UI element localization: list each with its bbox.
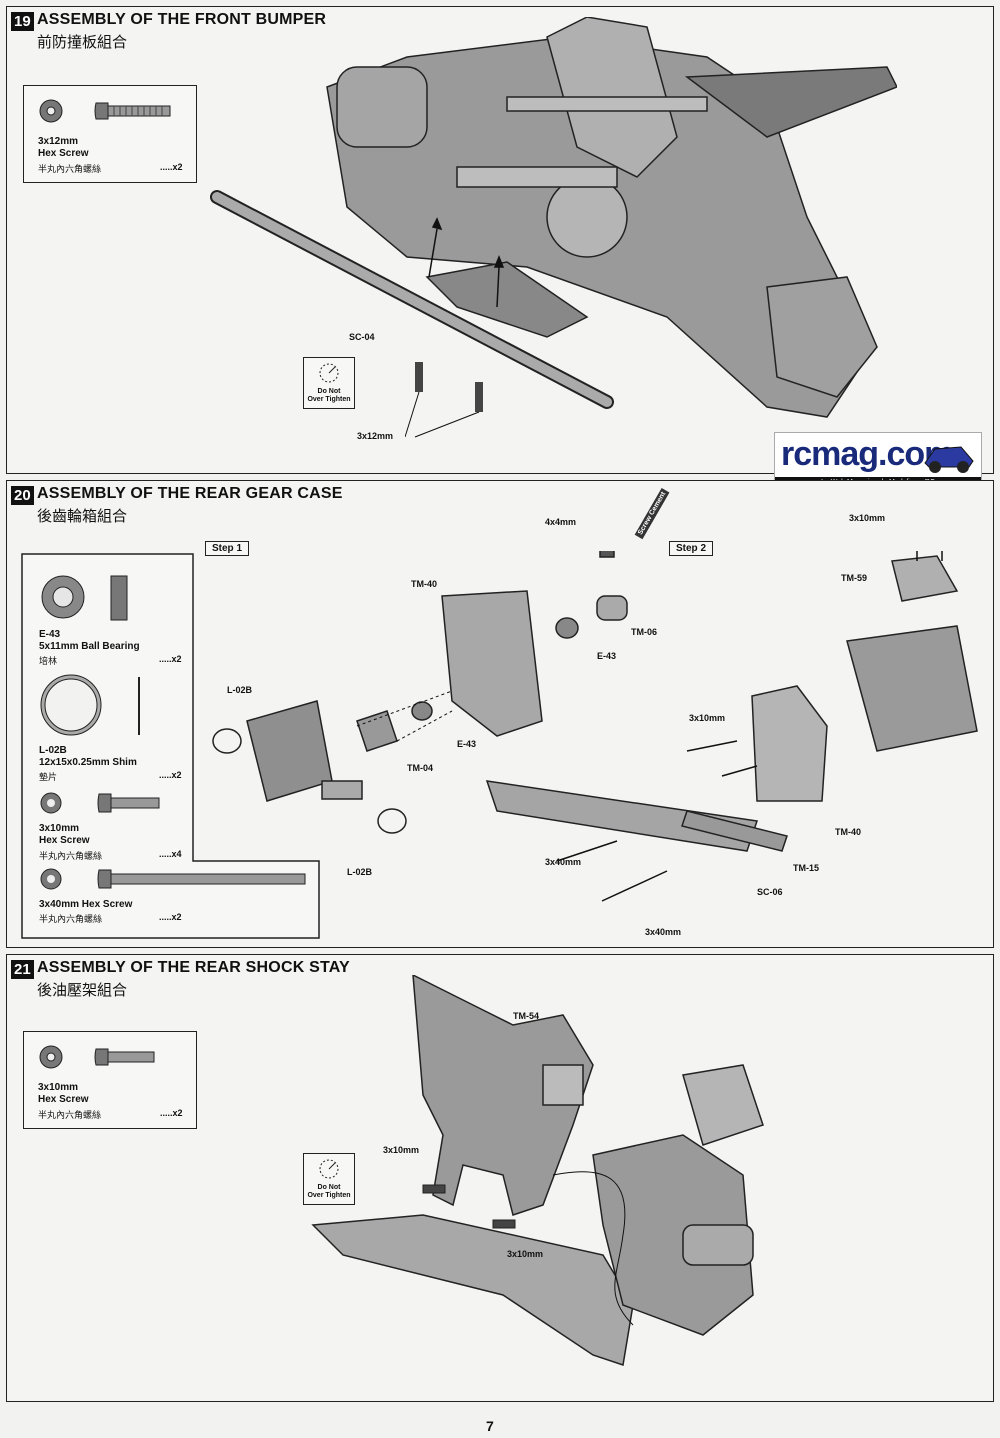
- screw-size-label-b: 3x10mm: [507, 1249, 544, 1259]
- bearing-label-lower: E-43: [457, 739, 477, 749]
- torque-warning-icon: [319, 363, 339, 383]
- part-name: 3x10mm: [38, 1082, 79, 1093]
- part-code: E-43: [39, 629, 61, 640]
- hex-screw-icon: [94, 1048, 155, 1066]
- hex-screw-icon: [94, 102, 171, 120]
- rc-car-icon: [924, 446, 974, 473]
- warning-line-2: Over Tighten: [307, 1192, 351, 1199]
- brace-label: TM-15: [793, 863, 820, 873]
- part-name: 5x11mm Ball Bearing: [39, 641, 140, 652]
- part-name-zh: 半丸內六角螺絲: [38, 165, 102, 175]
- section-title: ASSEMBLY OF THE REAR GEAR CASE: [37, 485, 343, 502]
- rear-shock-stay-drawing: [311, 975, 764, 1366]
- part-quantity: .....x2: [160, 162, 183, 172]
- bulkhead-label: TM-59: [841, 573, 868, 583]
- part-code: L-02B: [39, 745, 67, 756]
- step-number: 20: [11, 486, 34, 505]
- step-2-label: Step 2: [669, 541, 714, 556]
- screw-size-label-a: 3x10mm: [383, 1145, 420, 1155]
- part-quantity: .....x2: [159, 770, 182, 780]
- screw-size-label: 3x12mm: [357, 431, 394, 441]
- part-name: 3x40mm Hex Screw: [39, 899, 133, 910]
- screw-cement-label: Screw Cement: [634, 487, 670, 540]
- gear-case-label-right: TM-40: [835, 827, 862, 837]
- part-name-zh: 墊片: [39, 773, 58, 783]
- shim-label-left: L-02B: [227, 685, 253, 695]
- section-title-zh: 前防撞板組合: [37, 33, 128, 51]
- part-name-zh: 半丸內六角螺絲: [39, 915, 103, 925]
- part-name-zh: 培林: [39, 657, 58, 667]
- gear-case-label-left: TM-40: [411, 579, 438, 589]
- part-quantity: .....x2: [159, 654, 182, 664]
- section-front-bumper: 19 ASSEMBLY OF THE FRONT BUMPER 前防撞板組合 3…: [6, 6, 994, 474]
- warning-line-1: Do Not: [317, 388, 341, 395]
- part-name-zh: 半丸內六角螺絲: [39, 852, 103, 862]
- part-quantity: .....x2: [159, 912, 182, 922]
- part-quantity: .....x4: [159, 849, 182, 859]
- bumper-part-label: SC-04: [349, 332, 375, 342]
- screw-label-top: 3x10mm: [849, 513, 886, 523]
- warning-line-1: Do Not: [317, 1184, 341, 1191]
- set-screw-label: 4x4mm: [545, 517, 577, 527]
- step-number: 21: [11, 960, 34, 979]
- part-type: Hex Screw: [38, 148, 89, 159]
- part-name: 12x15x0.25mm Shim: [39, 757, 137, 768]
- parts-box: 3x12mm Hex Screw 半丸內六角螺絲 .....x2: [23, 85, 197, 183]
- screw-label-mid: 3x10mm: [689, 713, 726, 723]
- pinion-gear-label: TM-04: [407, 763, 434, 773]
- long-screw-label-a: 3x40mm: [545, 857, 582, 867]
- chassis-plate-label: SC-06: [757, 887, 783, 897]
- step-1-label: Step 1: [205, 541, 250, 556]
- washer-icon: [39, 99, 63, 123]
- ball-bearing-icon: [41, 575, 128, 621]
- rear-gear-case-exploded-drawing: [212, 551, 978, 902]
- part-name: 3x10mm: [39, 823, 80, 834]
- watermark-brand: rcmag.com: [781, 435, 954, 473]
- part-name-zh: 半丸內六角螺絲: [38, 1111, 102, 1121]
- shim-label-bottom: L-02B: [347, 867, 373, 877]
- part-name: 3x12mm: [38, 136, 79, 147]
- washer-icon: [39, 1045, 63, 1069]
- part-type: Hex Screw: [38, 1094, 89, 1105]
- long-hex-screw-icon: [40, 868, 306, 890]
- bearing-label-upper: E-43: [597, 651, 617, 661]
- screw-drawing: [405, 362, 483, 438]
- shim-icon: [40, 674, 140, 736]
- section-title: ASSEMBLY OF THE FRONT BUMPER: [37, 11, 327, 28]
- page-number: 7: [486, 1418, 494, 1434]
- warning-line-2: Over Tighten: [307, 396, 351, 403]
- torque-warning-icon: [319, 1159, 339, 1179]
- section-title-zh: 後油壓架組合: [37, 981, 128, 999]
- long-screw-label-b: 3x40mm: [645, 927, 682, 937]
- parts-box: 3x10mm Hex Screw 半丸內六角螺絲 .....x2: [23, 1031, 197, 1129]
- front-chassis-drawing: [210, 17, 897, 418]
- part-type: Hex Screw: [39, 835, 90, 846]
- parts-box: [21, 553, 320, 939]
- section-title: ASSEMBLY OF THE REAR SHOCK STAY: [37, 959, 350, 976]
- part-quantity: .....x2: [160, 1108, 183, 1118]
- outdrive-label: TM-06: [631, 627, 658, 637]
- section-rear-shock-stay: 21 ASSEMBLY OF THE REAR SHOCK STAY 後油壓架組…: [6, 954, 994, 1402]
- step-number: 19: [11, 12, 34, 31]
- hex-screw-icon: [40, 792, 160, 814]
- section-title-zh: 後齒輪箱組合: [37, 507, 128, 525]
- section-rear-gear-case: 20 ASSEMBLY OF THE REAR GEAR CASE 後齒輪箱組合…: [6, 480, 994, 948]
- shock-tower-label: TM-54: [513, 1011, 540, 1021]
